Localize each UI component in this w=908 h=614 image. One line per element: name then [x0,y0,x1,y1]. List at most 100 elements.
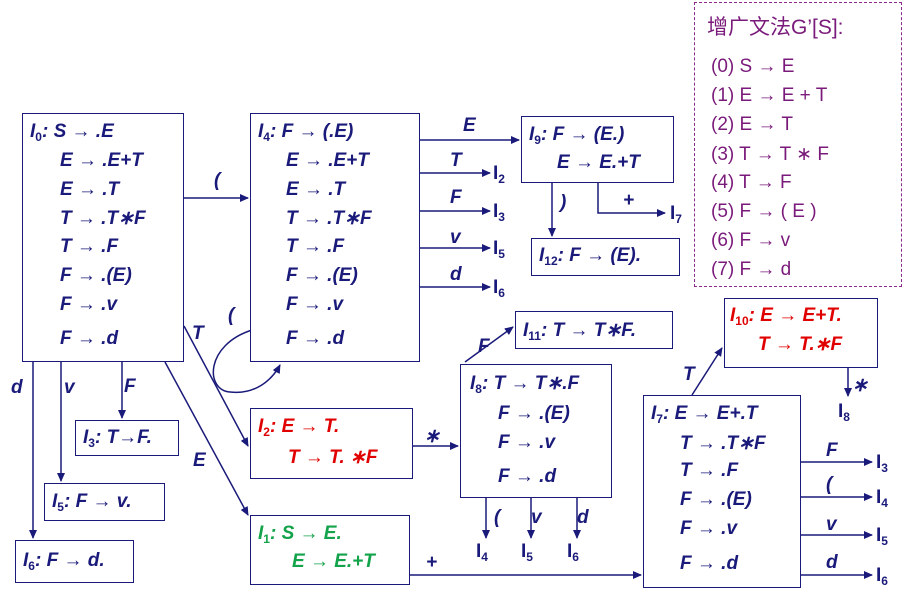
edge-target: I6 [567,541,579,564]
item: F → .v [60,294,118,315]
edge-label: d [450,264,462,285]
edge-target: I5 [876,525,888,548]
edge-label: T [683,364,695,385]
edge-label: F [124,376,136,397]
edge-label: ) [560,192,567,213]
item: I11: T → T∗F. [523,320,637,343]
grammar-rule: (6) F → v [711,230,791,251]
augmented-grammar-box: 增广文法G’[S]: (0) S → E (1) E → E + T (2) E… [694,2,902,287]
edge-label: v [64,377,75,398]
item: F → .d [498,466,557,487]
state-i1 [250,515,410,585]
edge-label: v [450,227,461,248]
state-i12 [531,238,680,276]
edge-label: d [826,552,838,573]
edge-label: ∗ [852,375,868,396]
edge-label: ( [826,474,833,495]
item: F → .d [60,328,119,349]
item: F → .(E) [680,489,752,510]
grammar-rule: (7) F → d [711,259,792,280]
item: T → T.∗F [758,334,843,355]
item: E → E.+T [557,152,640,173]
edge-i7-i10 [691,347,723,396]
edge-i9-i7 [597,183,666,217]
edge-i0-i2 [183,325,249,447]
grammar-rule: (0) S → E [711,56,795,77]
item: I7: E → E+.T [651,403,758,426]
edge-target: I8 [838,401,850,424]
edge-label: d [11,377,23,398]
edge-label: T [192,323,204,344]
edge-label: F [450,187,462,208]
edge-target: I3 [876,452,888,475]
grammar-rule: (1) E → E + T [711,85,828,106]
item: T → T. ∗F [288,447,378,468]
edge-label: T [450,150,462,171]
item: I6: F → d. [23,550,105,573]
state-i4 [250,113,420,362]
item: I5: F → v. [52,491,132,514]
state-i9 [521,116,674,183]
grammar-title: 增广文法G’[S]: [707,16,844,39]
item: F → .v [680,518,738,539]
item: I1: S → E. [258,523,342,546]
item: T → .F [286,236,345,257]
item: I3: T→F. [83,427,152,450]
item: F → .(E) [60,265,132,286]
edge-target: I4 [876,487,888,510]
edge-label: d [577,507,589,528]
state-i3 [75,420,179,456]
item: I12: F → (E). [539,245,642,268]
state-i2 [250,408,413,479]
edge-i0-i1 [164,361,249,516]
edge-label: v [826,514,837,535]
edge-label: v [531,507,542,528]
item: I2: E → T. [258,416,340,439]
edge-target: I6 [493,277,505,300]
item: E → .T [60,179,120,200]
edge-target: I2 [493,163,505,186]
grammar-rule: (3) T → T ∗ F [711,144,829,165]
edge-label: ( [228,305,235,326]
item: F → .(E) [286,265,358,286]
item: E → .E+T [60,150,143,171]
edge-target: I5 [521,541,533,564]
state-i11 [515,311,673,349]
item: F → .d [286,328,345,349]
item: I8: T → T∗.F [470,373,580,396]
edge-i4-i4 [212,329,281,394]
edge-target: I4 [476,541,488,564]
item: F → .d [680,553,739,574]
state-i5 [44,483,165,521]
item: I9: F → (E.) [529,124,625,147]
edge-target: I5 [493,238,505,261]
item: I4: F → (.E) [258,121,354,144]
item: E → .E+T [286,150,369,171]
edge-label: ∗ [424,426,440,447]
edge-label: + [426,552,438,573]
edge-label: F [826,440,838,461]
edge-target: I6 [876,565,888,588]
edge-target: I7 [670,203,682,226]
grammar-rule: (5) F → ( E ) [711,201,817,222]
edge-label: + [623,190,635,211]
grammar-rule: (2) E → T [711,114,793,135]
item: F → .v [498,432,556,453]
grammar-rule: (4) T → F [711,172,792,193]
edge-label: ( [214,170,221,191]
state-i0 [22,113,184,362]
state-i10 [724,298,878,368]
edge-label: E [463,115,476,136]
edge-target: I3 [493,201,505,224]
item: T → .T∗F [680,433,766,454]
item: F → .(E) [498,403,570,424]
state-i7 [643,395,801,588]
edge-i8-i11 [464,326,514,363]
edge-label: E [193,450,206,471]
item: F → .v [286,294,344,315]
item: T → .F [60,236,119,257]
item: I10: E → E+T. [730,305,842,328]
item: I0: S → .E [30,121,114,144]
item: T → .F [680,460,739,481]
